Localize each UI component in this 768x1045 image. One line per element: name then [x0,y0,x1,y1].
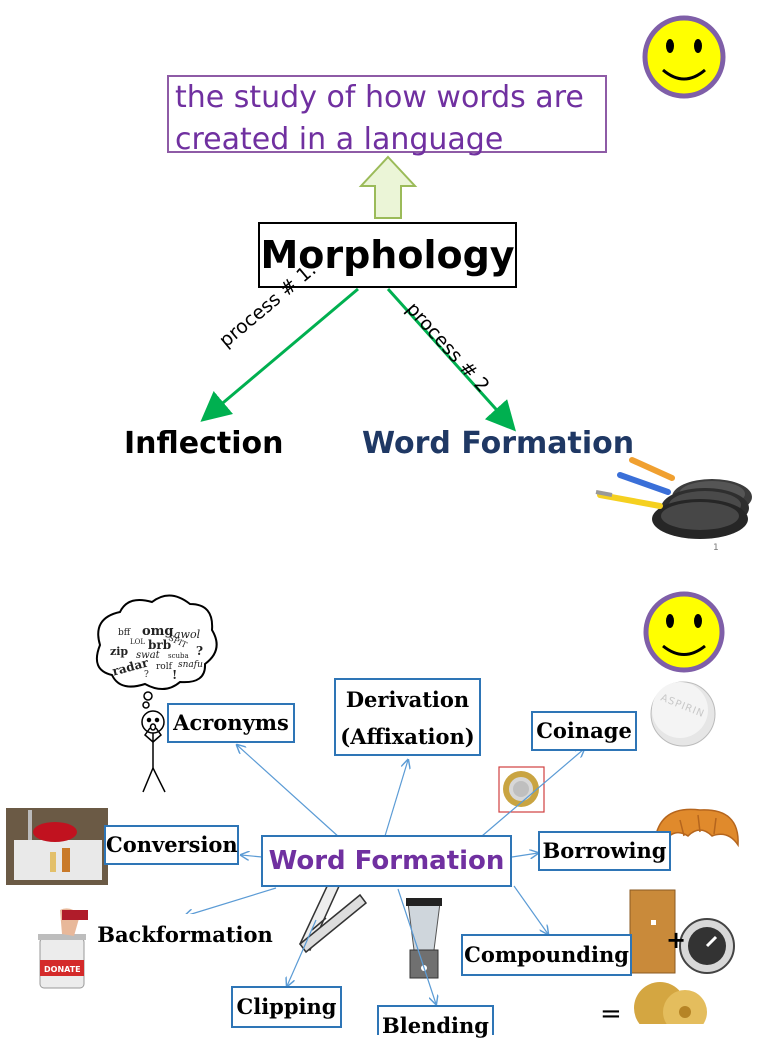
conversion-box: Conversion [104,825,239,865]
backformation-box: Backformation [90,914,280,956]
arrow-to-derivation [384,760,408,837]
doorknob-icon [634,982,707,1024]
conversion-label: Conversion [106,832,238,857]
cloud-word: zip [110,645,129,658]
cloud-word: ? [196,644,204,658]
thought-cloud-icon [96,594,218,709]
borrowing-label: Borrowing [542,838,667,863]
sink-photo-icon [6,808,108,885]
compounding-box: Compounding [461,934,632,976]
smiley-icon-top [642,15,726,99]
cloud-word: bff [118,628,131,638]
blender-icon [406,898,442,979]
inflection-label: Inflection [124,426,284,461]
clipping-box: Clipping [231,986,342,1028]
arrow-to-blending [397,888,436,1004]
coinage-box: Coinage [531,711,637,751]
stick-figure-icon [141,710,166,793]
word-formation-label: Word Formation [362,426,635,461]
cloud-word: ! [172,668,178,682]
compounding-label: Compounding [464,942,629,967]
cloud-word: scuba [168,652,189,660]
affixation-label: (Affixation) [340,724,475,749]
coin-icon [503,771,539,807]
aspirin-pill-icon [650,681,716,747]
arrow-to-conversion [241,855,263,857]
smiley-icon-bottom [643,591,725,673]
derivation-box: Derivation (Affixation) [334,678,481,756]
cloud-word: omg [142,624,174,639]
cloud-word: ? [144,670,149,680]
morphology-title: Morphology [258,222,517,288]
acronyms-box: Acronyms [167,703,295,743]
coinage-label: Coinage [536,718,632,743]
arrow-to-borrowing [511,853,538,857]
door-icon [629,889,676,974]
arrow-to-coinage [481,749,584,837]
dial-icon [679,918,735,974]
arrow-to-backformation [185,887,277,916]
cloud-word: brb [148,638,172,652]
cloud-words: bff omg awol zip LOL brb SPIT swat ? rad… [104,620,212,682]
definition-text: the study of how words are created in a … [175,80,584,157]
up-arrow-icon [358,155,418,219]
croissant-icon [654,808,739,848]
clipping-label: Clipping [236,994,337,1019]
borrowing-box: Borrowing [538,831,671,871]
acronyms-label: Acronyms [173,710,289,735]
clothespin-icon [298,879,368,954]
cloud-word: swat [136,650,160,661]
frying-pans-icon [595,457,752,539]
definition-box: the study of how words are created in a … [167,75,607,157]
slide2-graphics: ASPIRIN DONATE [6,591,739,1024]
process-1-arrow [200,287,359,422]
cloud-word: rolf [156,662,172,672]
plus-sign: + [666,926,686,954]
cloud-word: awol [174,628,201,641]
derivation-label: Derivation [345,687,470,712]
cloud-word: LOL [130,638,146,646]
process-2-arrow [386,287,517,432]
arrow-to-clipping [287,919,317,986]
word-formation-center: Word Formation [261,835,512,887]
slide-number: 1 [713,543,719,553]
arrow-to-compounding [513,885,548,934]
donate-text: DONATE [44,965,81,974]
slide1-graphics [200,15,752,539]
equals-sign: = [600,999,622,1024]
arrow-to-acronyms [237,745,341,839]
donation-jar-icon [38,908,88,989]
blending-box: Blending [377,1005,494,1038]
backformation-label: Backformation [97,922,273,947]
cloud-word: snafu [178,660,203,670]
blending-label: Blending [382,1013,489,1038]
